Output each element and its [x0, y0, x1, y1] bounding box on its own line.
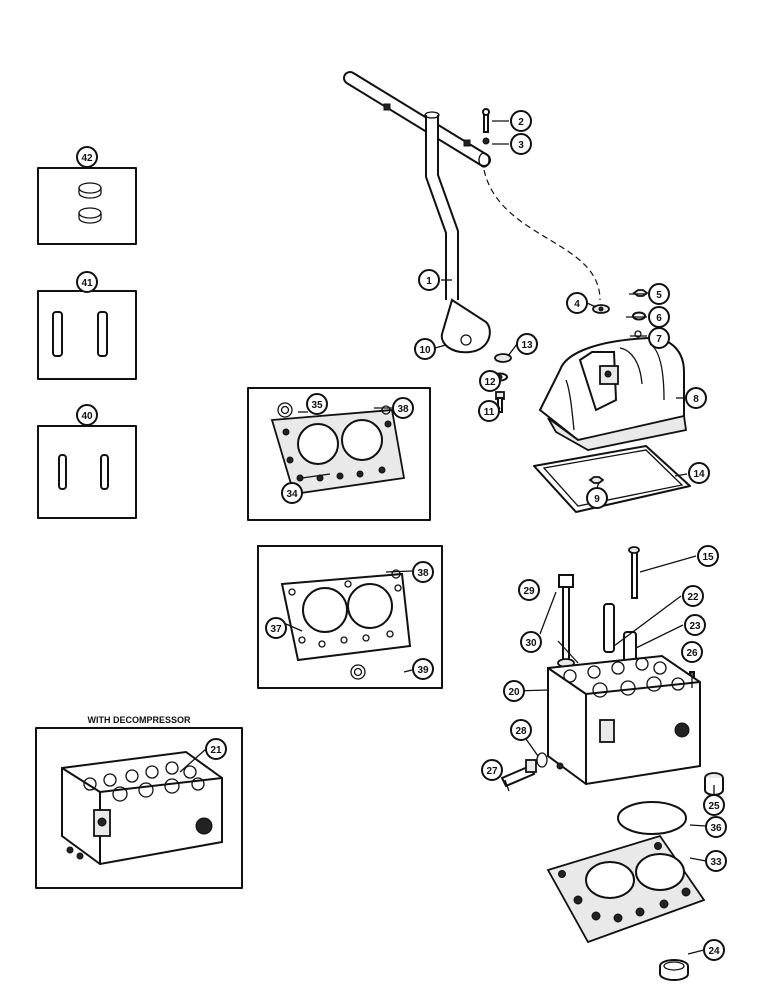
- gasket-box-37: [257, 545, 443, 689]
- callout-4: 4: [566, 292, 588, 314]
- svg-text:35: 35: [311, 400, 323, 411]
- svg-text:28: 28: [515, 726, 527, 737]
- callout-9: 9: [586, 487, 608, 509]
- callout-22: 22: [682, 585, 704, 607]
- cover-fasteners: [592, 289, 649, 338]
- callout-42: 42: [76, 146, 98, 168]
- svg-text:2: 2: [518, 117, 524, 128]
- callout-27: 27: [481, 759, 503, 781]
- decompressor-label: WITH DECOMPRESSOR: [87, 715, 191, 725]
- svg-text:23: 23: [689, 621, 701, 632]
- svg-text:15: 15: [702, 552, 714, 563]
- callout-5: 5: [648, 283, 670, 305]
- svg-text:26: 26: [686, 648, 698, 659]
- callout-41: 41: [76, 271, 98, 293]
- valve-cover: [538, 336, 688, 451]
- svg-text:25: 25: [708, 801, 720, 812]
- callout-11: 11: [478, 400, 500, 422]
- callout-38-a: 38: [392, 397, 414, 419]
- svg-text:10: 10: [419, 345, 431, 356]
- callout-2: 2: [510, 110, 532, 132]
- svg-text:1: 1: [426, 276, 432, 287]
- callout-36: 36: [705, 816, 727, 838]
- callout-37: 37: [265, 617, 287, 639]
- callout-28: 28: [510, 719, 532, 741]
- head-gasket: [546, 834, 706, 944]
- stud: [628, 546, 640, 599]
- head-bolt: [558, 574, 574, 672]
- svg-text:38: 38: [417, 568, 429, 579]
- inset-box-42: [37, 167, 137, 245]
- svg-text:24: 24: [708, 946, 720, 957]
- callout-3: 3: [510, 133, 532, 155]
- callout-10: 10: [414, 338, 436, 360]
- svg-text:34: 34: [286, 489, 298, 500]
- callout-15: 15: [697, 545, 719, 567]
- callout-1: 1: [418, 269, 440, 291]
- gasket-box-34: [247, 387, 431, 521]
- callout-40: 40: [76, 404, 98, 426]
- svg-text:42: 42: [81, 153, 93, 164]
- callout-13: 13: [516, 333, 538, 355]
- svg-text:9: 9: [594, 494, 600, 505]
- svg-text:37: 37: [270, 624, 282, 635]
- svg-text:11: 11: [484, 407, 495, 418]
- svg-text:39: 39: [417, 665, 429, 676]
- breather-tube: [343, 42, 601, 301]
- svg-text:13: 13: [521, 340, 533, 351]
- callout-25: 25: [703, 794, 725, 816]
- sleeve-24: [659, 959, 689, 981]
- cylinder-head: [547, 654, 701, 786]
- leader-lines: [179, 120, 715, 955]
- callout-21: 21: [205, 738, 227, 760]
- inset-box-21: [35, 727, 243, 889]
- svg-text:40: 40: [81, 411, 93, 422]
- svg-text:29: 29: [523, 586, 535, 597]
- svg-text:4: 4: [574, 299, 580, 310]
- svg-text:27: 27: [486, 766, 498, 777]
- callout-6: 6: [648, 306, 670, 328]
- svg-text:14: 14: [693, 469, 705, 480]
- svg-text:12: 12: [484, 377, 496, 388]
- svg-text:7: 7: [656, 334, 662, 345]
- callout-29: 29: [518, 579, 540, 601]
- svg-text:36: 36: [710, 823, 722, 834]
- screw-and-washer: [482, 108, 490, 145]
- callout-34: 34: [281, 482, 303, 504]
- svg-text:30: 30: [525, 638, 537, 649]
- callout-23: 23: [684, 614, 706, 636]
- svg-text:38: 38: [397, 404, 409, 415]
- callout-24: 24: [703, 939, 725, 961]
- callout-12: 12: [479, 370, 501, 392]
- bracket: [440, 298, 491, 354]
- callout-33: 33: [705, 850, 727, 872]
- svg-text:33: 33: [710, 857, 722, 868]
- callout-30: 30: [520, 631, 542, 653]
- seal-ring: [617, 801, 687, 835]
- callout-35: 35: [306, 393, 328, 415]
- callout-39: 39: [412, 658, 434, 680]
- svg-text:6: 6: [656, 313, 662, 324]
- svg-text:3: 3: [518, 140, 524, 151]
- svg-text:5: 5: [656, 290, 662, 301]
- inset-box-41: [37, 290, 137, 380]
- callouts: 1 2 3 4 5 6 7 8 9 10 11 12 13 14 15 20 2…: [76, 110, 727, 961]
- fitting: [500, 752, 548, 788]
- callout-38-b: 38: [412, 561, 434, 583]
- callout-26: 26: [681, 641, 703, 663]
- callout-7: 7: [648, 327, 670, 349]
- svg-text:41: 41: [81, 278, 93, 289]
- svg-text:20: 20: [508, 687, 520, 698]
- callout-8: 8: [685, 387, 707, 409]
- inset-box-40: [37, 425, 137, 519]
- svg-text:8: 8: [693, 394, 699, 405]
- cover-gasket: [533, 445, 691, 513]
- callout-14: 14: [688, 462, 710, 484]
- callout-20: 20: [503, 680, 525, 702]
- svg-text:21: 21: [210, 745, 222, 756]
- svg-text:22: 22: [687, 592, 699, 603]
